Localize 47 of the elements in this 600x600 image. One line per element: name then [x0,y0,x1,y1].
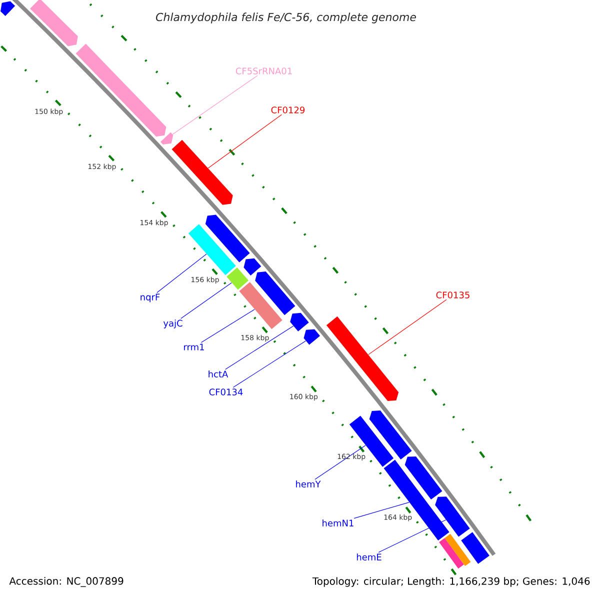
leader-line [378,520,446,553]
leader-line [368,299,447,355]
gene-bar [76,44,166,137]
gene-label: hemN1 [322,520,354,526]
gene-label: rrm1 [184,344,204,350]
leader-line [314,445,366,480]
gene-label: CF0135 [436,292,470,298]
gene-bar [384,460,450,541]
gene-bar [404,456,442,500]
leader-line [180,282,232,319]
gene-bar [30,0,78,46]
gene-bar [255,272,296,316]
gene-bar [239,282,282,330]
leader-line [225,326,294,370]
gene-bar [0,1,16,16]
gene-bar [444,534,471,566]
gene-bar [244,258,262,276]
leader-line [232,340,306,388]
gene-label: yajC [163,320,182,328]
gene-bar [188,224,236,276]
gene-label: hemE [356,554,382,560]
leader-line [172,75,258,135]
leader-line [354,502,410,519]
gene-label: CF0129 [271,106,305,114]
gene-bar [369,410,412,460]
gene-label: CF5SrRNA01 [236,68,292,74]
title: Chlamydophila felis Fe/C-56, complete genome [156,12,416,24]
leader-line [208,114,282,168]
gene-bar [290,312,309,332]
gene-bar [226,267,248,290]
gene-bar [349,416,394,467]
gene-bar [205,214,250,262]
leader-line [200,309,255,343]
gene-label: nqrF [140,294,160,302]
accession-text: Accession: NC_007899 [9,577,124,587]
gene-bar [172,140,233,205]
gene-bar [304,329,320,345]
leader-line [156,254,207,293]
genome-info-text: Topology: circular; Length: 1,166,239 bp; Genes: 1,046 [310,576,592,588]
gene-bar [439,538,464,569]
gene-bar [435,496,470,537]
gene-label: hctA [208,370,228,378]
gene-label: hemY [296,480,321,488]
gene-bar [160,132,174,145]
gene-bar [326,316,399,402]
gene-label: CF0134 [209,388,243,396]
gene-bar [461,532,490,564]
